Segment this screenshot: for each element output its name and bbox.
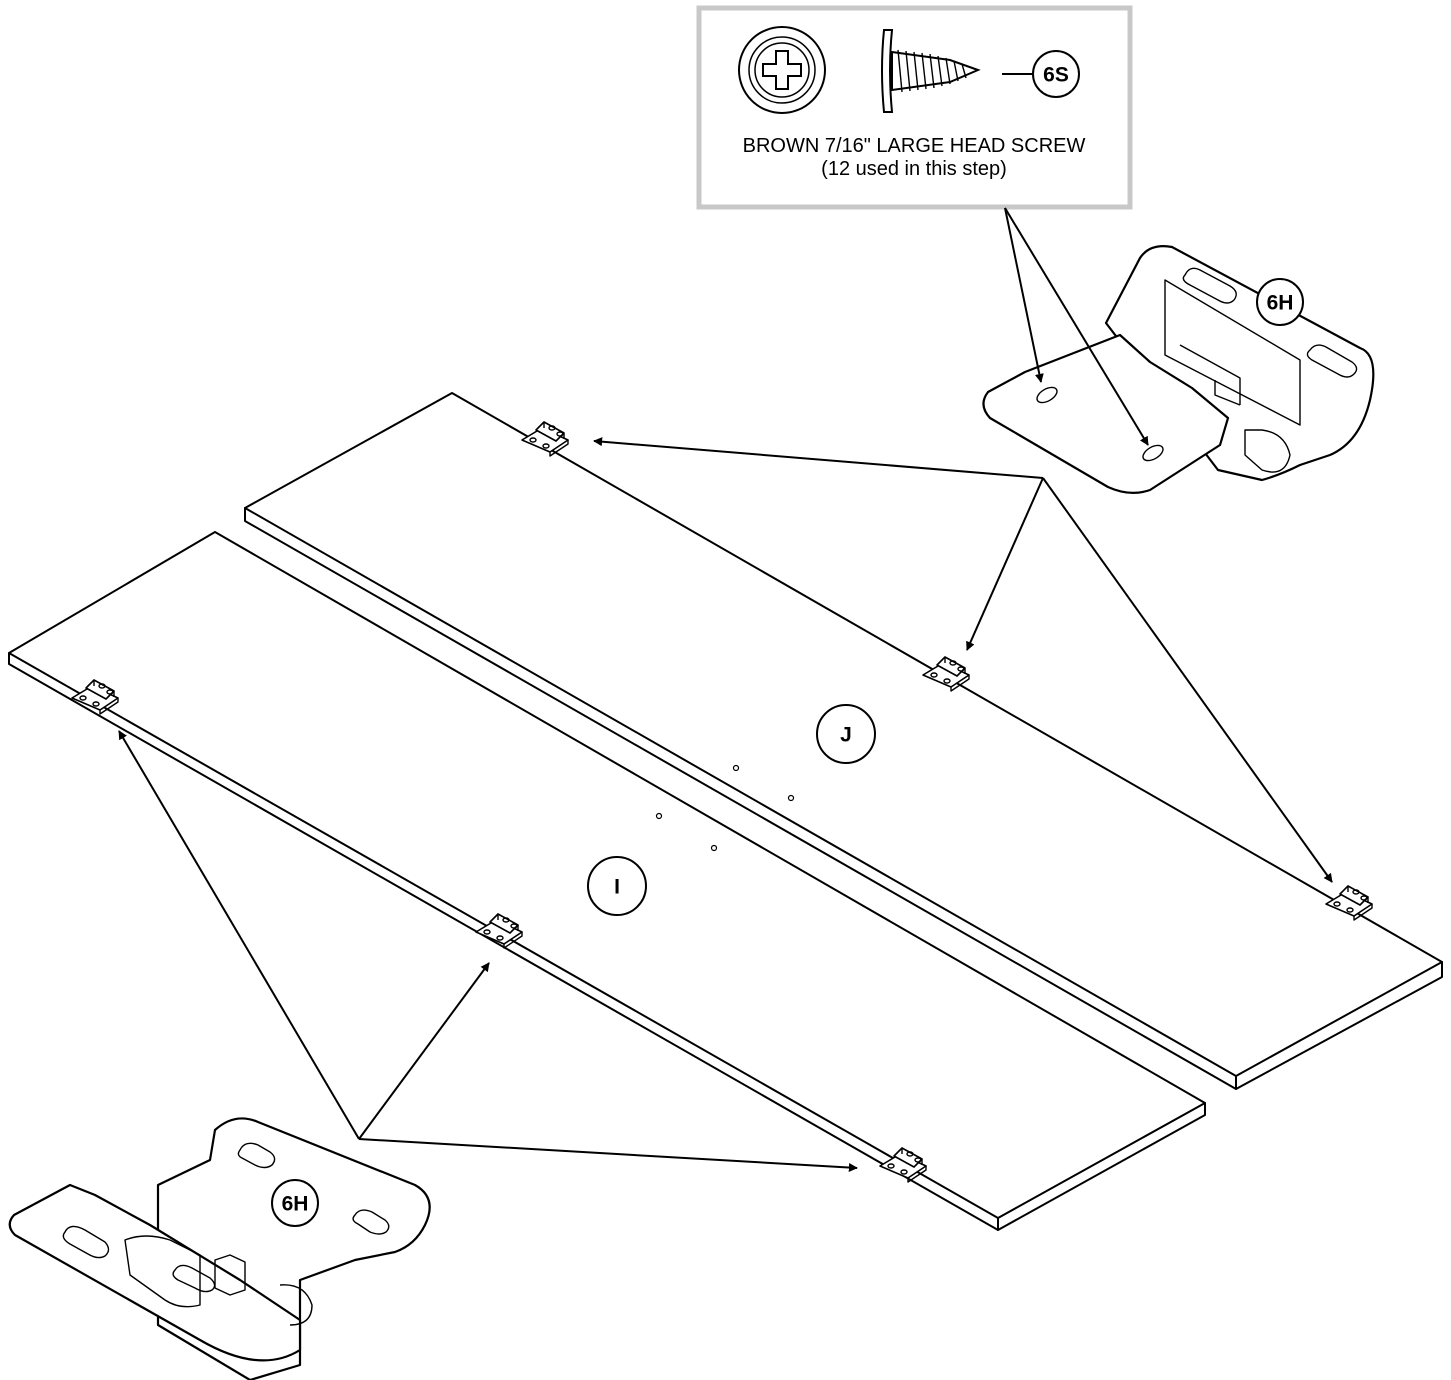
svg-text:6S: 6S xyxy=(1043,64,1069,87)
arrows xyxy=(118,207,1333,1173)
panel-j-label: J xyxy=(816,704,876,764)
arrow-hinge-i-1 xyxy=(118,730,360,1140)
hinge-detail-icon: 6H xyxy=(8,1117,431,1380)
arrow-hinge-j-1 xyxy=(593,437,1044,479)
arrow-hinge-j-3 xyxy=(1042,477,1333,883)
panel-i-label: I xyxy=(587,856,647,916)
screw-description: BROWN 7/16" LARGE HEAD SCREW xyxy=(743,135,1086,157)
hardware-box: 6S BROWN 7/16" LARGE HEAD SCREW (12 used… xyxy=(696,5,1133,210)
arrow-box-to-hole-1 xyxy=(1004,207,1044,383)
hinge-detail-top: 6H xyxy=(982,245,1375,494)
arrow-box-to-hole-2 xyxy=(1004,207,1149,446)
screw-part-label: 6S xyxy=(1032,50,1080,98)
svg-text:J: J xyxy=(840,724,852,747)
arrow-hinge-i-2 xyxy=(358,962,490,1140)
hinge-part-label-bottom: 6H xyxy=(282,1193,309,1216)
screw-quantity-note: (12 used in this step) xyxy=(821,158,1007,180)
screw-side-icon xyxy=(881,29,981,113)
arrow-hinge-i-3 xyxy=(358,1138,858,1173)
screw-head-icon xyxy=(738,26,826,114)
svg-text:I: I xyxy=(614,876,620,899)
arrow-hinge-j-2 xyxy=(966,477,1044,651)
hinge-part-label-top: 6H xyxy=(1267,292,1294,315)
